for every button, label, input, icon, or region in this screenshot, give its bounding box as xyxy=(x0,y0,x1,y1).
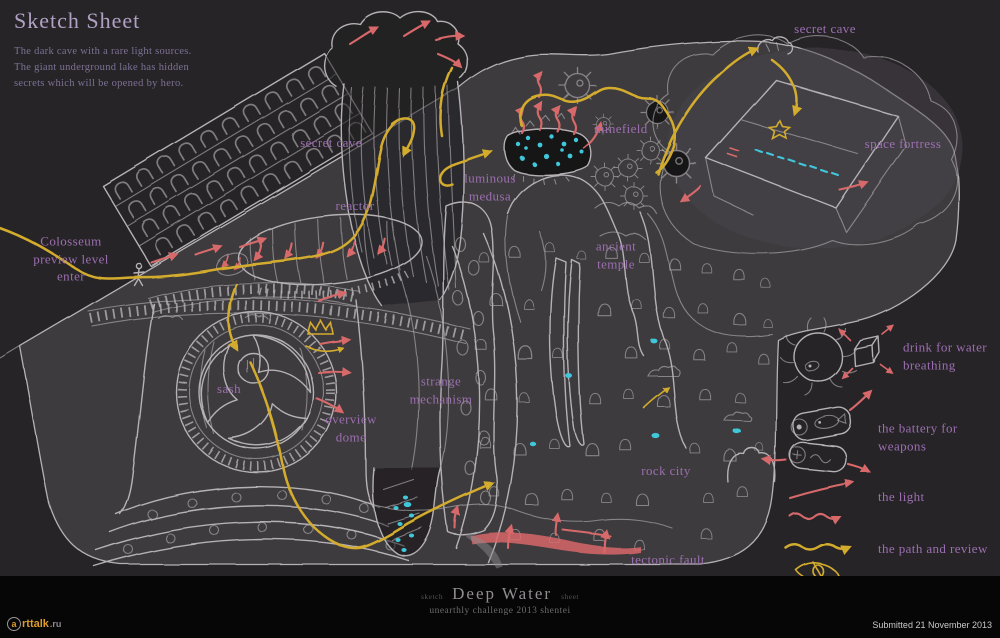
footer-project-title: Deep Water xyxy=(452,584,553,603)
crown-doodle xyxy=(306,319,334,335)
legend-label-path-and-review: the path and review xyxy=(878,541,988,557)
reactor-sketch xyxy=(216,214,423,300)
secret-cave-peak-sketch xyxy=(757,35,794,140)
logo-tld: .ru xyxy=(49,619,62,629)
legend-label-drink-for-water-breathing: drink for water breathing xyxy=(903,339,987,372)
page-description: The dark cave with a rare light sources.… xyxy=(14,46,192,89)
footer-bar: sketch Deep Water sheet unearthly challe… xyxy=(0,576,1000,638)
battery-icon xyxy=(761,389,873,473)
medusa-sketch xyxy=(503,113,592,185)
light-arrows-icon xyxy=(788,479,856,525)
label-ancient-temple: ancient temple xyxy=(595,238,637,271)
label-strange-mechanism: strange mechanism xyxy=(409,373,473,406)
label-luminous-medusa: luminous medusa xyxy=(464,170,516,203)
label-secret-cave-left: secret cave xyxy=(300,135,362,151)
explorer-figure xyxy=(133,262,145,286)
medusa-and-cube-icon xyxy=(779,317,895,396)
tectonic-fault-sketch xyxy=(357,499,673,568)
label-reactor: reactor xyxy=(335,198,375,214)
label-minefield: minefield xyxy=(594,121,648,137)
logo-circle-icon: a xyxy=(7,617,21,631)
footer-title-line: sketch Deep Water sheet xyxy=(421,584,579,604)
submitted-date: Submitted 21 November 2013 xyxy=(872,620,992,630)
space-fortress-sketch xyxy=(651,34,959,254)
red-arrows xyxy=(150,20,604,415)
tower-sketch xyxy=(93,282,409,567)
star-doodle xyxy=(767,118,791,140)
cave-terrain xyxy=(19,40,963,565)
logo-name: rttalk xyxy=(22,618,49,630)
page-title: Sketch Sheet xyxy=(14,8,141,33)
footer-sketch-word: sketch xyxy=(420,592,444,601)
label-secret-cave-right: secret cave xyxy=(794,21,856,37)
title-block: Sketch Sheet The dark cave with a rare l… xyxy=(14,8,192,91)
terrace-band xyxy=(87,297,471,345)
legend-icons xyxy=(761,317,895,583)
legend-label-battery-for-weapons: the battery for weapons xyxy=(878,420,958,453)
legend-label-the-light: the light xyxy=(878,489,925,505)
label-tectonic-fault: tectonic fault xyxy=(631,552,705,568)
funnel-waterfall-sketch xyxy=(323,11,468,307)
label-overview-dome: overview dome xyxy=(325,411,377,444)
label-rock-city: rock city xyxy=(641,463,691,479)
yellow-path xyxy=(0,46,802,550)
label-space-fortress: space fortress xyxy=(864,136,942,152)
label-colosseum: Colosseum preview level enter xyxy=(33,233,109,284)
footer-sheet-word: sheet xyxy=(561,592,580,601)
label-sash: sash xyxy=(217,381,241,397)
footer-subtitle: unearthly challenge 2013 shentei xyxy=(429,606,571,616)
